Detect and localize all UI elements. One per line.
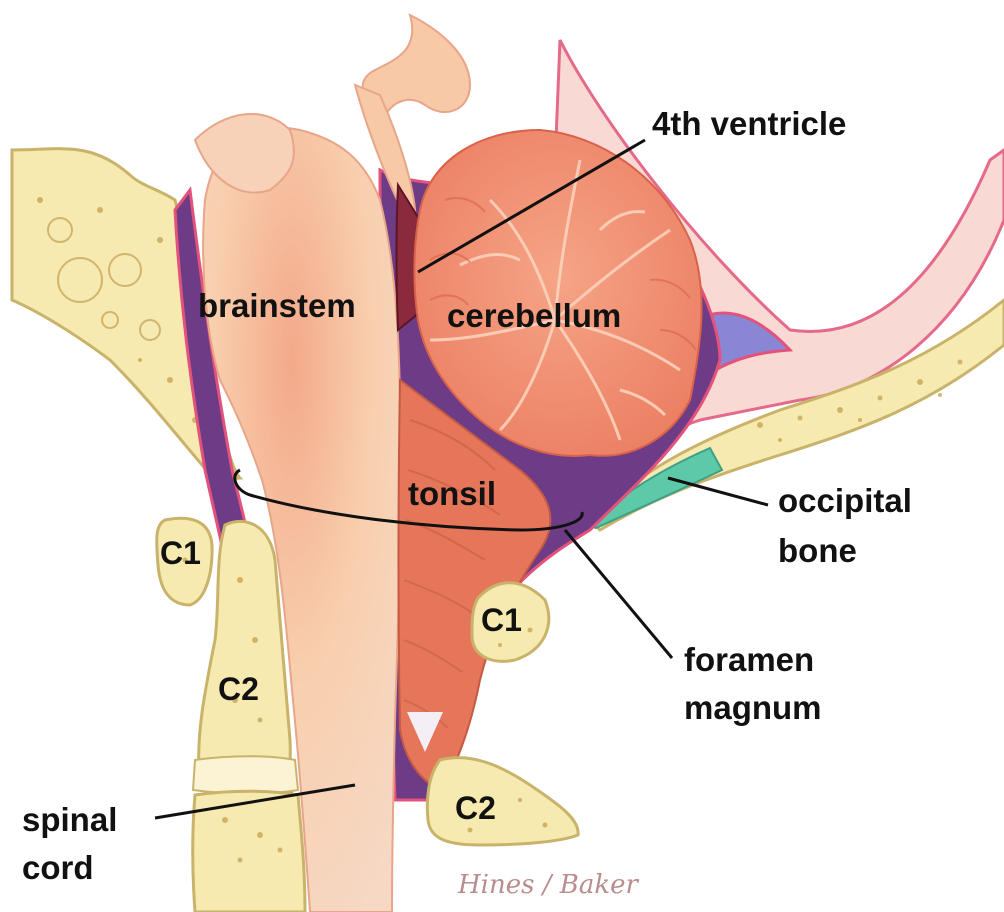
label-c2-right: C2 [455,790,496,826]
c2-right-bone [425,756,580,847]
leader-foramen-magnum [563,529,674,659]
label-4th-ventricle: 4th ventricle [652,105,847,142]
label-c1-right: C1 [481,602,522,638]
label-tonsil: tonsil [408,475,496,512]
leader-spinal-cord [154,783,356,820]
tonsil-shape [397,378,552,792]
label-foramen-magnum-line1: foramen [684,641,815,678]
c2-disc [191,755,300,795]
foramen-magnum-line [233,468,584,532]
label-occipital-bone-line2: bone [778,532,857,569]
leader-4th-ventricle [417,138,646,274]
label-occipital-bone-line1: occipital [778,482,912,519]
leader-occipital-bone [667,476,769,507]
occipital-bone-texture [757,359,963,442]
brainstem-shape [202,126,402,912]
c3-left-bone [191,789,307,912]
label-foramen-magnum-line2: magnum [684,689,822,726]
label-cerebellum: cerebellum [447,297,622,334]
artist-signature: Hines / Baker [458,870,638,900]
label-c1-left: C1 [160,535,201,571]
label-brainstem: brainstem [198,287,356,324]
pituitary-stalk [361,13,472,117]
label-spinal-cord-line2: cord [22,849,94,886]
skull-base-texture [47,217,161,341]
midbrain-shape [193,113,295,194]
c1-right-bone [470,581,551,663]
label-spinal-cord-line1: spinal [22,801,118,838]
cerebellum-folia [429,159,681,441]
label-c2-left: C2 [218,671,259,707]
